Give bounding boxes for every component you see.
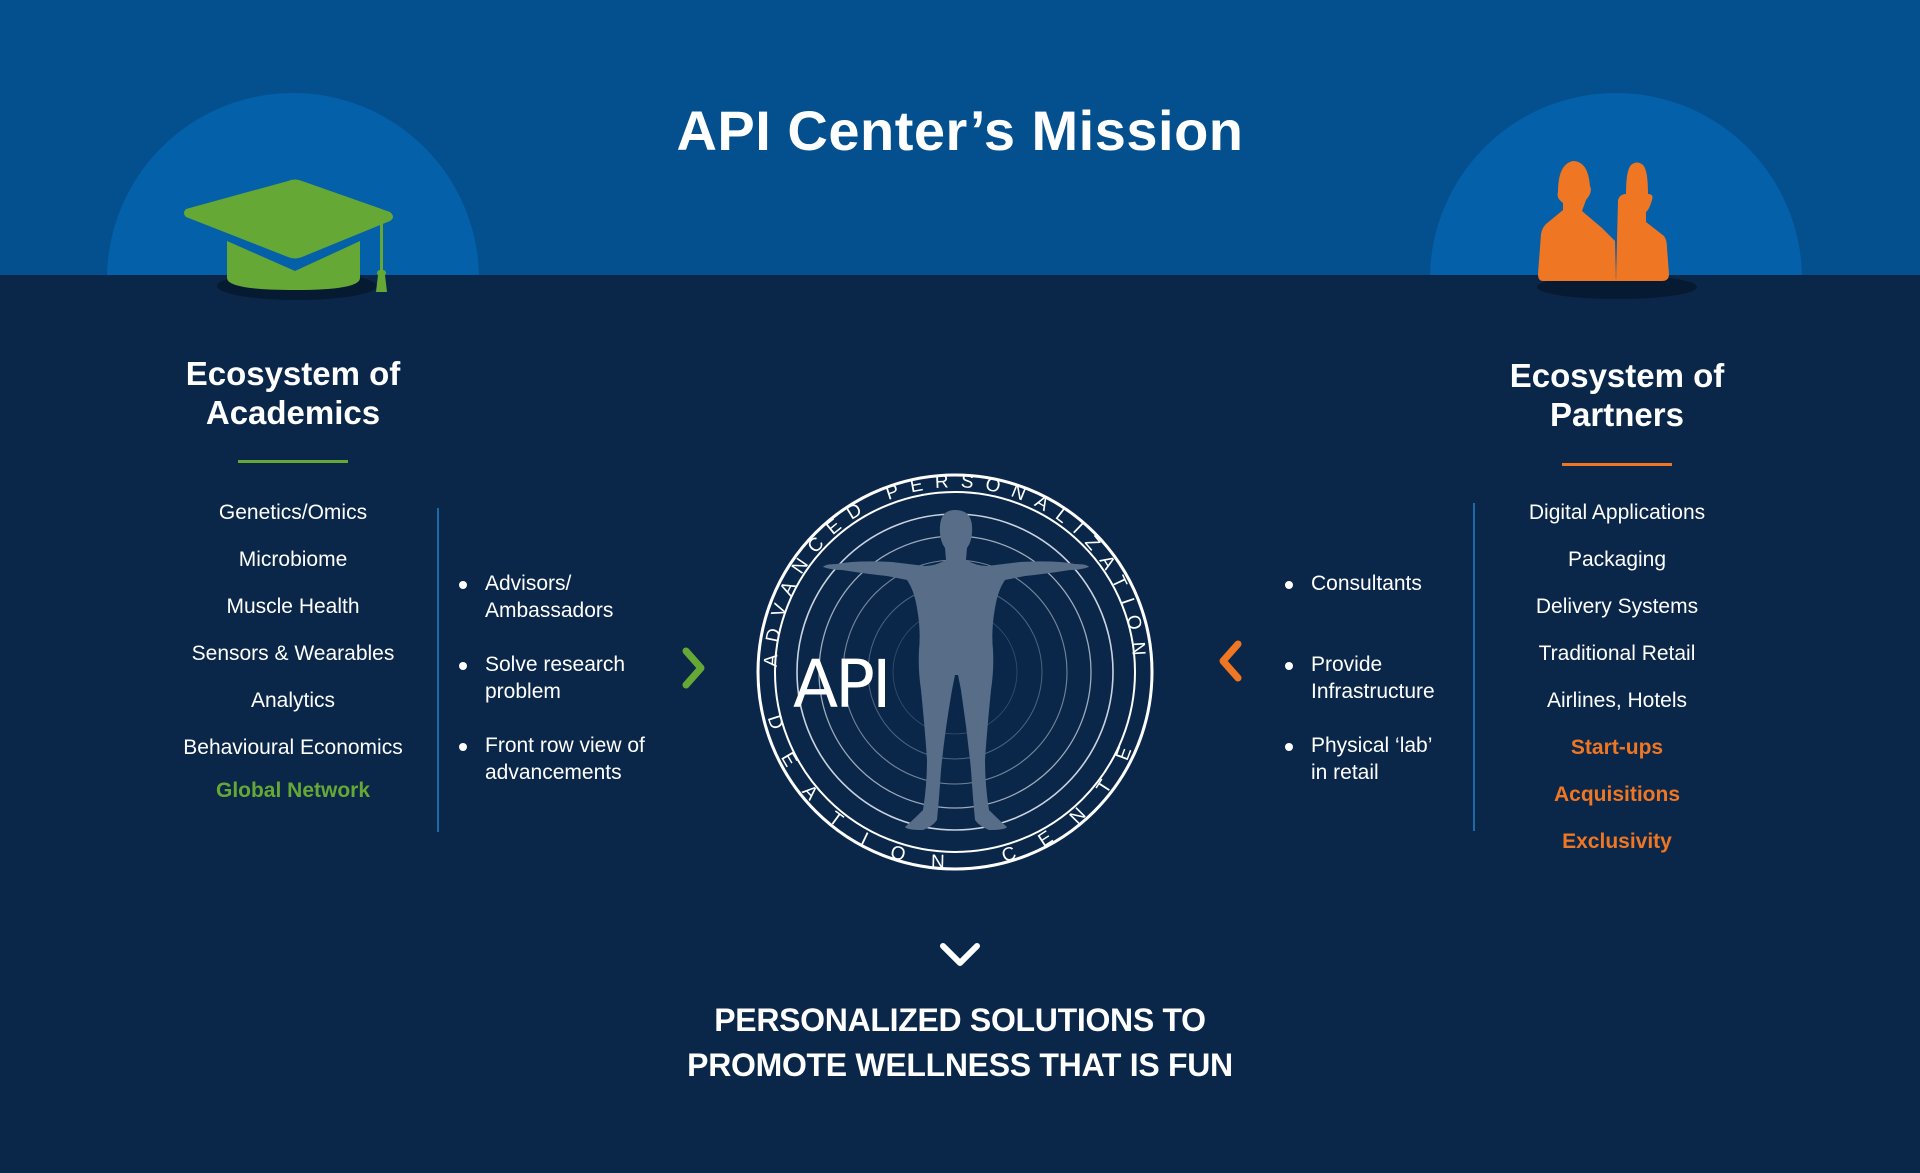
partners-list: Digital Applications Packaging Delivery … xyxy=(1467,501,1767,877)
academics-heading-line1: Ecosystem of xyxy=(185,355,401,392)
partners-item: Packaging xyxy=(1567,548,1667,571)
bullet-dot-icon xyxy=(1285,743,1293,751)
academics-divider xyxy=(238,460,348,463)
academics-highlight-item: Global Network xyxy=(215,779,371,802)
human-figure-icon xyxy=(823,510,1089,830)
bullet-item: Solve research problem xyxy=(459,651,689,705)
chevron-left-icon xyxy=(1219,640,1242,682)
partners-heading-line1: Ecosystem of xyxy=(1509,357,1725,394)
page-title: API Center’s Mission xyxy=(676,99,1244,162)
api-wordmark: API xyxy=(793,646,888,723)
bullet-item: Front row view of advancements xyxy=(459,732,689,786)
chevron-right-icon xyxy=(682,647,705,689)
partners-highlight-item: Exclusivity xyxy=(1562,830,1672,853)
academics-item: Behavioural Economics xyxy=(183,736,403,759)
academics-item: Genetics/Omics xyxy=(218,501,368,524)
chevron-down-icon xyxy=(940,943,980,966)
bullet-item: Physical ‘lab’ in retail xyxy=(1285,732,1475,786)
partners-highlight-item: Acquisitions xyxy=(1553,783,1680,806)
academics-item: Sensors & Wearables xyxy=(191,642,395,665)
bullet-item: Advisors/ Ambassadors xyxy=(459,570,689,624)
bullet-dot-icon xyxy=(1285,662,1293,670)
mission-tagline: PERSONALIZED SOLUTIONS TO PROMOTE WELLNE… xyxy=(0,998,1920,1088)
api-logo: ADVANCED PERSONALIZATION IDEATION CENTER… xyxy=(715,430,1154,873)
academics-item: Analytics xyxy=(250,689,336,712)
bullet-dot-icon xyxy=(459,581,467,589)
partners-item: Airlines, Hotels xyxy=(1546,689,1688,712)
academics-vertical-divider xyxy=(437,508,439,832)
bullet-dot-icon xyxy=(1285,581,1293,589)
tagline-line2: PROMOTE WELLNESS THAT IS FUN xyxy=(687,1047,1233,1083)
partners-vertical-divider xyxy=(1473,503,1475,831)
partners-item: Delivery Systems xyxy=(1535,595,1699,618)
partners-bullets: Consultants Provide Infrastructure Physi… xyxy=(1285,570,1475,786)
partners-highlight-item: Start-ups xyxy=(1570,736,1664,759)
academics-bullets: Advisors/ Ambassadors Solve research pro… xyxy=(459,570,689,786)
academics-item: Muscle Health xyxy=(226,595,360,618)
academics-heading-line2: Academics xyxy=(205,394,381,431)
graduation-cap-icon xyxy=(184,179,393,292)
partners-item: Traditional Retail xyxy=(1538,642,1696,665)
bullet-dot-icon xyxy=(459,743,467,751)
academics-item: Microbiome xyxy=(238,548,348,571)
people-icon xyxy=(1538,161,1669,281)
partners-heading-line2: Partners xyxy=(1550,396,1684,433)
academics-list: Genetics/Omics Microbiome Muscle Health … xyxy=(143,501,443,826)
tagline-line1: PERSONALIZED SOLUTIONS TO xyxy=(714,1002,1206,1038)
academics-heading: Ecosystem of Academics xyxy=(143,354,443,432)
bullet-item: Consultants xyxy=(1285,570,1475,597)
partners-item: Digital Applications xyxy=(1528,501,1706,524)
partners-divider xyxy=(1562,463,1672,466)
bullet-item: Provide Infrastructure xyxy=(1285,651,1475,705)
bullet-dot-icon xyxy=(459,662,467,670)
partners-heading: Ecosystem of Partners xyxy=(1467,356,1767,434)
